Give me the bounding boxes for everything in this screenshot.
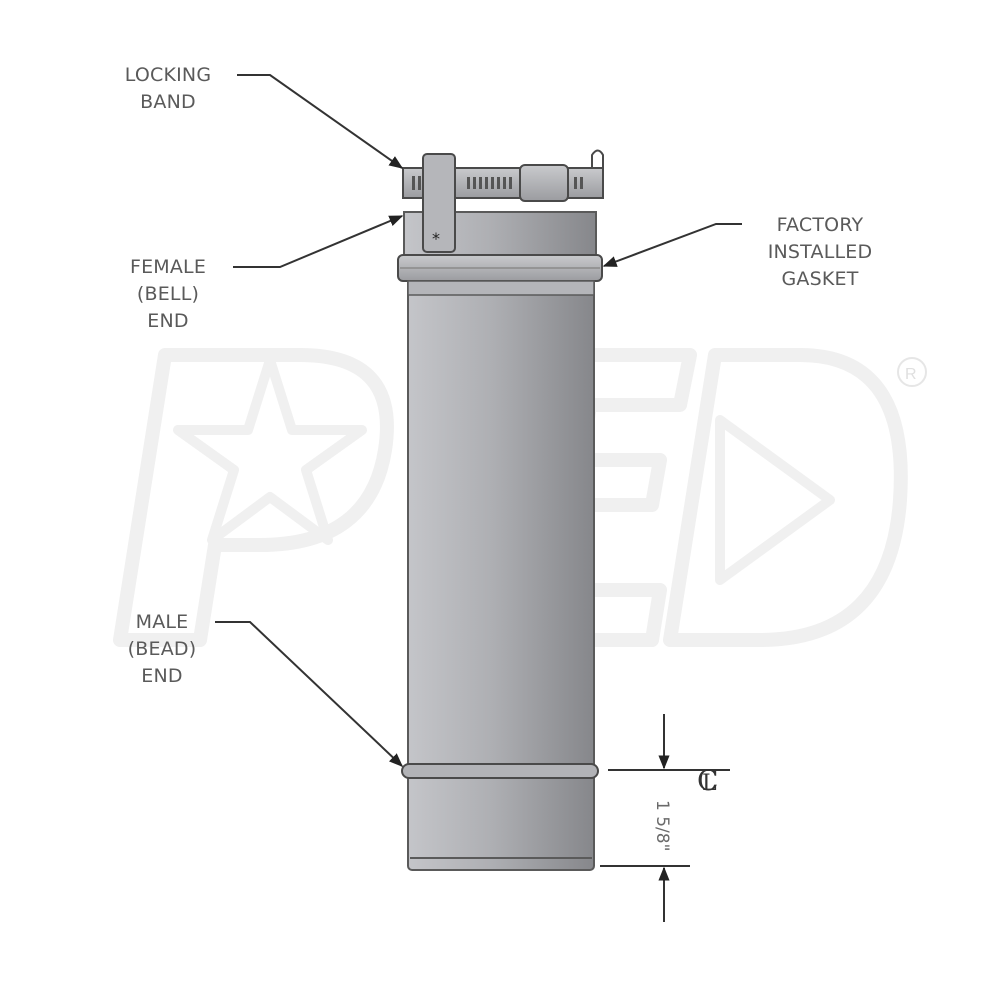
svg-text:L: L <box>702 771 717 796</box>
leader-lines <box>215 74 742 767</box>
male-end-leader <box>215 621 404 767</box>
pipe-body <box>397 211 603 871</box>
female-end-leader <box>233 215 404 268</box>
band-latch <box>422 153 456 253</box>
factory-gasket-leader <box>602 223 742 267</box>
factory-gasket-label: FACTORY INSTALLED GASKET <box>767 214 873 290</box>
dimension-label: 1 5/8" <box>652 800 672 852</box>
locking-band: * <box>402 149 604 253</box>
band-nut <box>519 164 569 202</box>
female-end-label: FEMALE (BELL) END <box>129 256 207 332</box>
male-end-label: MALE (BEAD) END <box>127 611 197 687</box>
locking-band-label: LOCKING BAND <box>124 64 212 113</box>
male-bead <box>401 763 599 779</box>
svg-text:*: * <box>432 229 440 248</box>
svg-text:R: R <box>905 366 917 383</box>
watermark-logo: R <box>113 348 927 647</box>
centerline-symbol: C <box>697 764 718 797</box>
locking-band-leader <box>237 74 404 169</box>
dimension-marker <box>600 714 730 922</box>
